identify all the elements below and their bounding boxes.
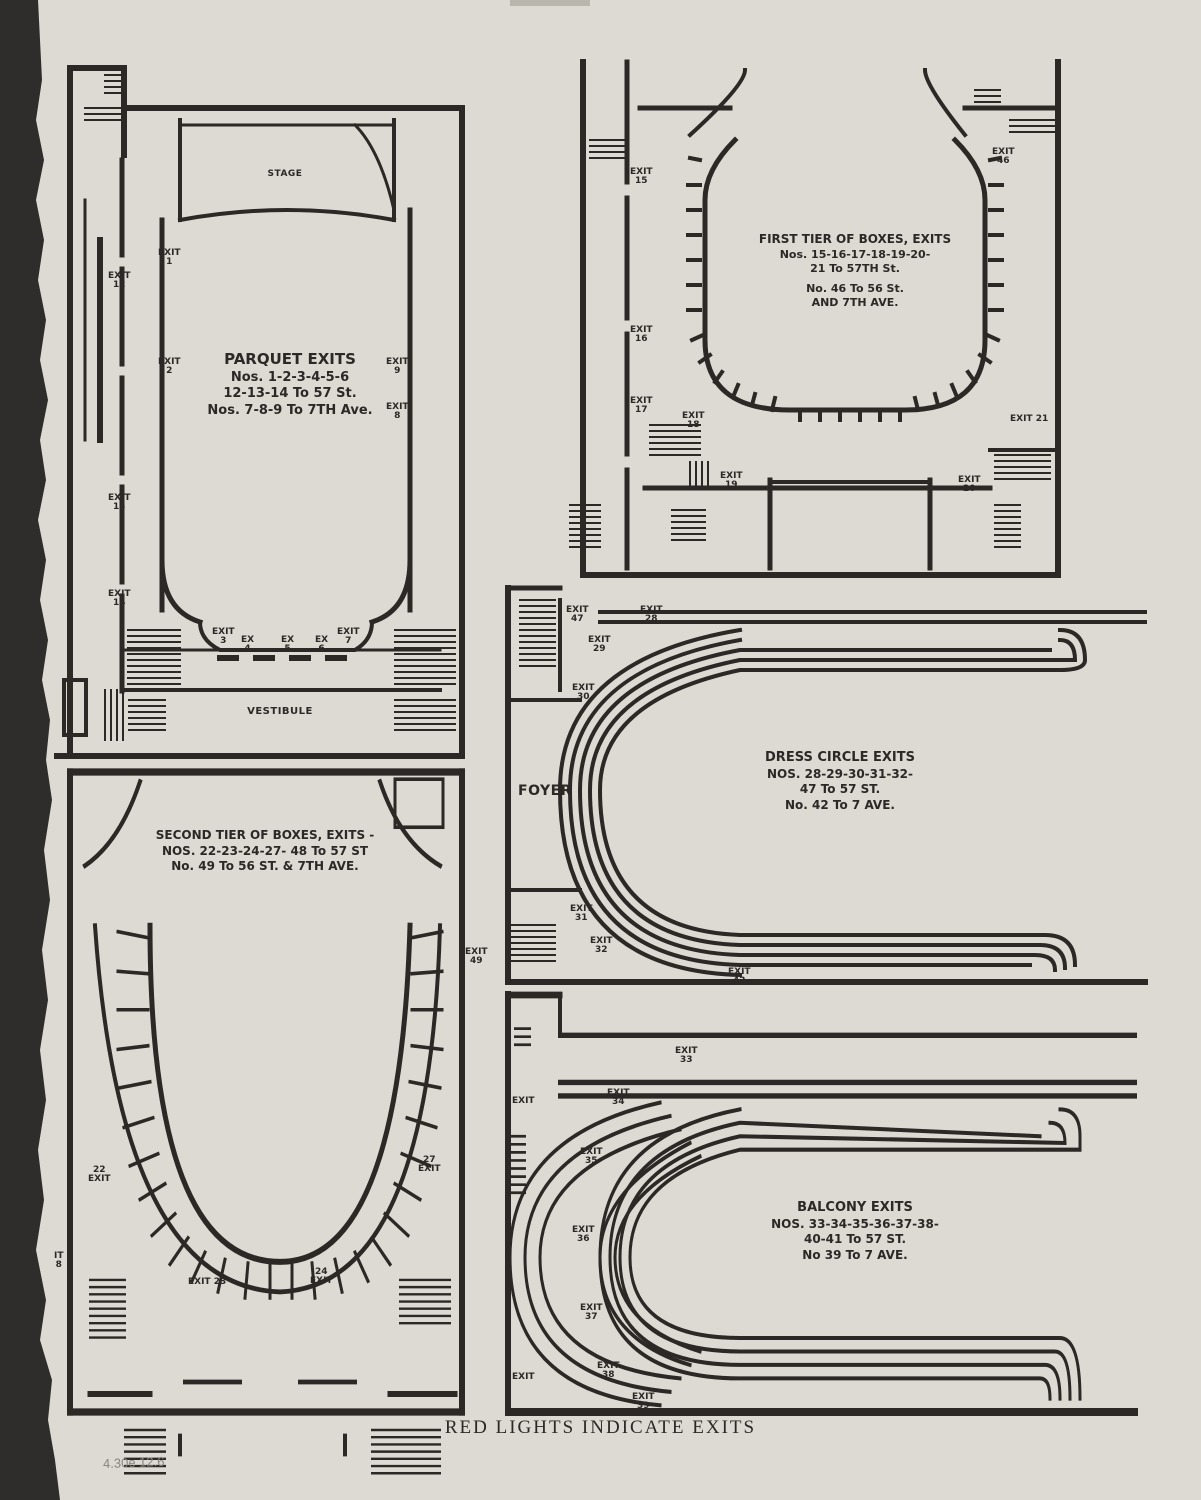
first-tier-line-3: 21 To 57TH St. <box>810 261 900 275</box>
first-tier-stairs <box>569 89 1056 548</box>
pencil-annotation: 4.30e 12.6 <box>102 1453 165 1472</box>
foyer-label: FOYER <box>518 783 572 799</box>
paper-sheet <box>36 0 1201 1500</box>
parquet-exits-title: PARQUET EXITS Nos. 1-2-3-4-5-6 12-13-14 … <box>180 350 400 420</box>
parquet-title-line-1: PARQUET EXITS <box>224 350 356 368</box>
dress-circle-line-4: No. 42 To 7 AVE. <box>785 798 895 813</box>
vestibule-label: VESTIBULE <box>247 706 313 717</box>
parquet-plan <box>54 65 465 759</box>
dress-circle-stairs <box>511 599 556 962</box>
dress-circle-plan <box>505 585 1148 985</box>
second-tier-box-ticks <box>116 929 444 1300</box>
balcony-line-3: 40-41 To 57 ST. <box>803 1232 906 1247</box>
balcony-line-2: NOS. 33-34-35-36-37-38- <box>771 1216 939 1231</box>
parquet-title-line-4: Nos. 7-8-9 To 7TH Ave. <box>207 403 373 419</box>
balcony-plan <box>505 990 1138 1417</box>
balcony-line-4: No 39 To 7 AVE. <box>802 1248 908 1263</box>
first-tier-box-ticks <box>686 155 1004 422</box>
exit-label-balcony-upper: EXIT <box>512 1096 535 1106</box>
parquet-title-line-3: 12-13-14 To 57 St. <box>223 386 357 402</box>
first-tier-line-1: FIRST TIER OF BOXES, EXITS <box>758 232 952 246</box>
exit-label-23: EXIT 23 <box>188 1277 227 1287</box>
second-tier-plan <box>67 768 465 1457</box>
second-tier-title: SECOND TIER OF BOXES, EXITS - NOS. 22-23… <box>130 828 400 875</box>
dress-circle-line-2: NOS. 28-29-30-31-32- <box>766 766 914 781</box>
paper-notch <box>510 0 590 6</box>
dress-circle-line-1: DRESS CIRCLE EXITS <box>765 750 915 765</box>
balcony-line-1: BALCONY EXITS <box>797 1200 913 1215</box>
first-tier-title: FIRST TIER OF BOXES, EXITS Nos. 15-16-17… <box>755 232 955 311</box>
dress-circle-line-3: 47 To 57 ST. <box>799 782 881 797</box>
first-tier-line-5: AND 7TH AVE. <box>811 296 899 310</box>
second-tier-line-2: NOS. 22-23-24-27- 48 To 57 ST <box>161 843 369 858</box>
dress-circle-curves <box>557 627 1088 978</box>
balcony-title: BALCONY EXITS NOS. 33-34-35-36-37-38- 40… <box>740 1200 970 1264</box>
second-tier-line-1: SECOND TIER OF BOXES, EXITS - <box>155 828 375 842</box>
exit-label-balcony-lower: EXIT <box>512 1372 535 1382</box>
second-tier-line-3: No. 49 To 56 ST. & 7TH AVE. <box>171 859 359 874</box>
first-tier-line-4: No. 46 To 56 St. <box>806 282 904 296</box>
stage-label: STAGE <box>267 169 303 179</box>
balcony-stairs <box>509 1027 531 1195</box>
parquet-title-line-2: Nos. 1-2-3-4-5-6 <box>230 369 350 385</box>
first-tier-plan <box>580 59 1061 578</box>
balcony-curves <box>508 1100 1082 1408</box>
dress-circle-title: DRESS CIRCLE EXITS NOS. 28-29-30-31-32- … <box>735 750 945 814</box>
parquet-stairs <box>84 74 456 741</box>
first-tier-line-2: Nos. 15-16-17-18-19-20- <box>779 247 931 261</box>
exit-label-21: EXIT 21 <box>1010 414 1049 424</box>
ink-lines <box>54 59 1148 1475</box>
second-tier-stairs <box>89 1278 451 1475</box>
footer-caption: RED LIGHTS INDICATE EXITS <box>444 1417 757 1438</box>
